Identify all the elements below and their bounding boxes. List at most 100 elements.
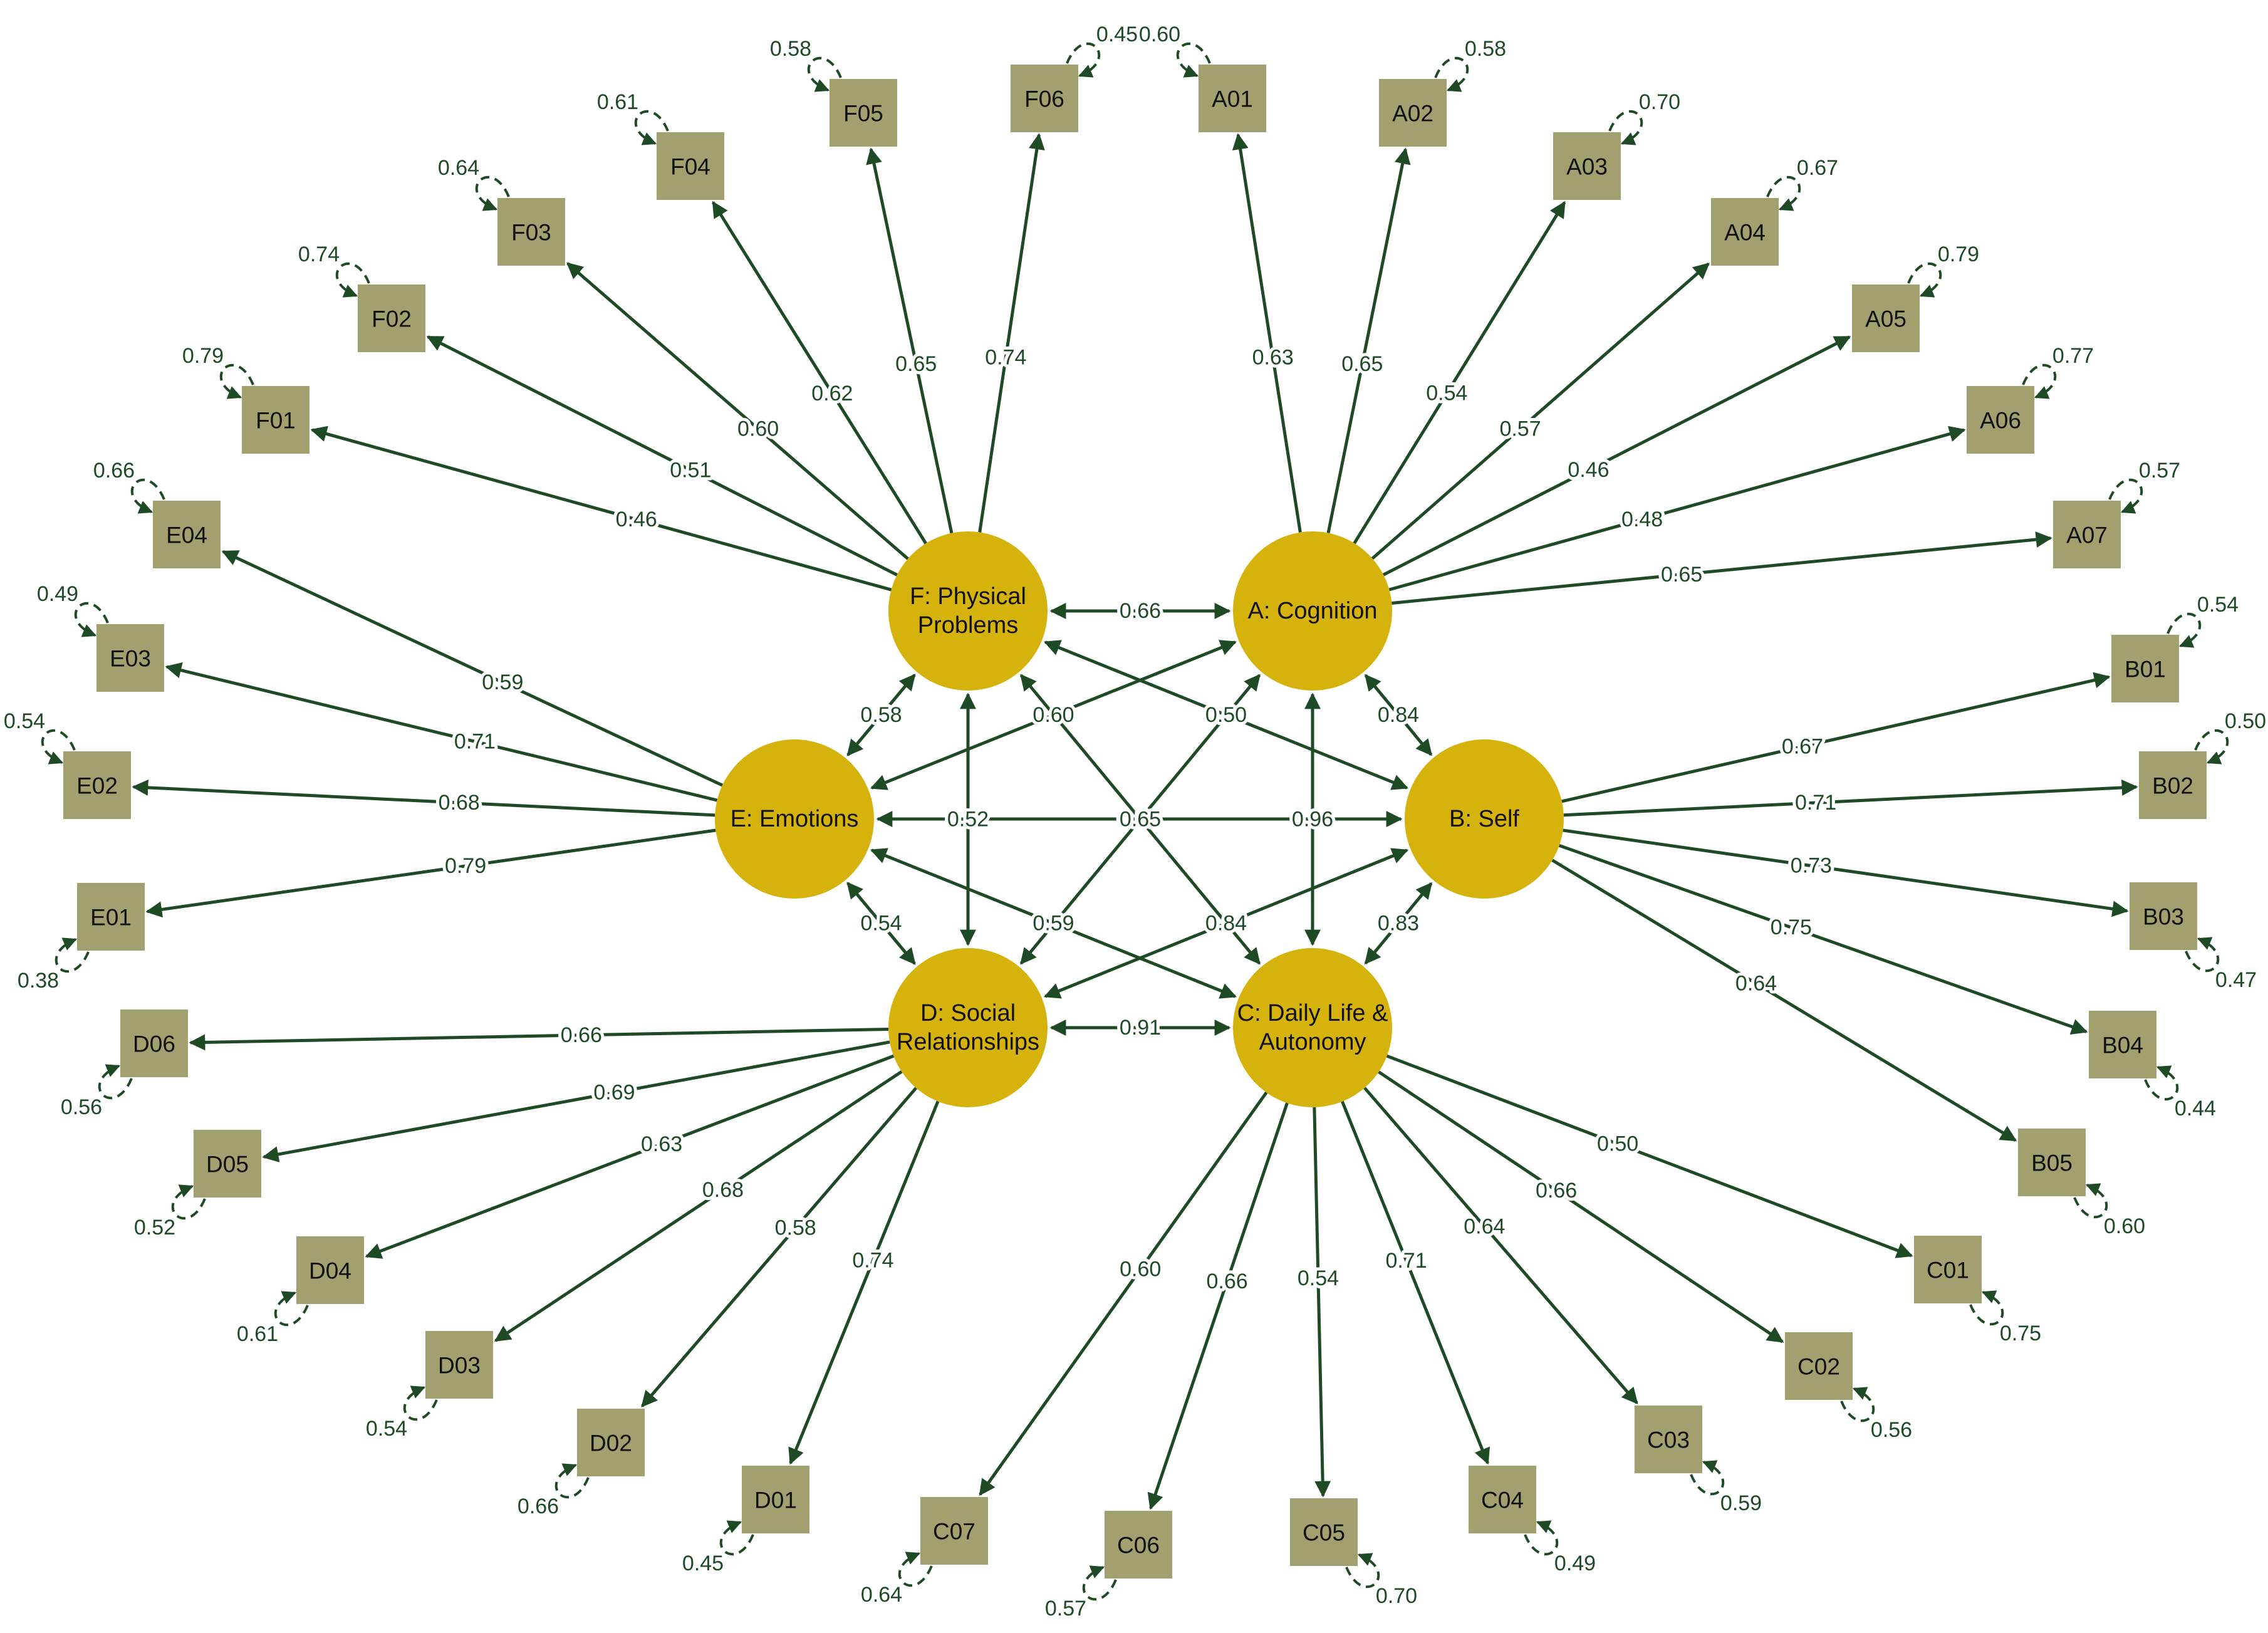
item-A04-box: A04 xyxy=(1711,198,1779,266)
loading-E02-arrow xyxy=(132,779,715,817)
correlation-F-A-value: 0.66 xyxy=(1120,599,1161,623)
residual-A05-value: 0.79 xyxy=(1938,243,1979,266)
residual-A07-value: 0.57 xyxy=(2139,459,2180,483)
item-A06-box: A06 xyxy=(1967,386,2034,454)
item-F02-box: F02 xyxy=(358,284,425,352)
loading-B01-arrow xyxy=(1561,672,2111,803)
loading-E01-arrow xyxy=(145,828,716,918)
residual-E02-value: 0.54 xyxy=(4,709,45,733)
loading-C06-arrow xyxy=(1147,1102,1289,1510)
residual-D01-value: 0.45 xyxy=(682,1552,724,1575)
residual-D05-loop xyxy=(171,1184,206,1220)
residual-C01-loop xyxy=(1969,1290,2004,1326)
residual-F06-loop xyxy=(1066,42,1101,78)
residual-A06-value: 0.77 xyxy=(2052,344,2094,368)
residual-E01-loop xyxy=(55,937,90,973)
factor-C-label-line-2: Autonomy xyxy=(1259,1029,1366,1055)
factor-B-node: B: Self xyxy=(1405,739,1564,899)
residual-B05-loop xyxy=(2073,1183,2108,1219)
loading-C02-value: 0.66 xyxy=(1536,1179,1577,1203)
residual-B01-value: 0.54 xyxy=(2197,593,2239,617)
item-D01-label: D01 xyxy=(754,1488,797,1513)
item-A05-label: A05 xyxy=(1865,306,1906,332)
residual-D02-value: 0.66 xyxy=(518,1495,559,1518)
loading-D02-value: 0.58 xyxy=(775,1216,816,1240)
loading-D04-arrow xyxy=(365,1054,895,1259)
residual-D04-value: 0.61 xyxy=(237,1322,278,1346)
loading-D05-value: 0.69 xyxy=(593,1081,635,1105)
residuals-layer xyxy=(41,42,2229,1601)
edge-labels-layer: 0.660.840.960.820.600.830.840.590.500.91… xyxy=(4,23,2266,1620)
correlation-D-F-value: 0.52 xyxy=(947,808,989,832)
item-D05-box: D05 xyxy=(194,1130,261,1197)
item-F03-box: F03 xyxy=(497,198,565,266)
residual-C06-loop xyxy=(1082,1565,1117,1601)
residual-C02-loop xyxy=(1840,1387,1875,1422)
correlation-C-E-value: 0.59 xyxy=(1033,912,1074,936)
loading-B03-value: 0.73 xyxy=(1791,854,1832,878)
loading-B05-value: 0.64 xyxy=(1735,971,1777,995)
item-A02-box: A02 xyxy=(1379,79,1447,147)
loading-E04-arrow xyxy=(221,550,724,787)
residual-E02-loop xyxy=(41,729,76,764)
item-C03-label: C03 xyxy=(1647,1427,1690,1453)
item-E01-box: E01 xyxy=(77,883,145,951)
loading-D03-arrow xyxy=(494,1070,903,1342)
loading-E01-value: 0.79 xyxy=(445,854,486,878)
loading-D06-arrow xyxy=(189,1027,889,1051)
residual-A02-value: 0.58 xyxy=(1465,37,1506,61)
residual-F05-value: 0.58 xyxy=(770,37,811,61)
loading-A05-value: 0.46 xyxy=(1568,458,1609,482)
factor-A-node: A: Cognition xyxy=(1233,531,1392,691)
item-F04-box: F04 xyxy=(657,132,724,200)
loading-C01-value: 0.50 xyxy=(1597,1132,1638,1156)
correlation-E-F-value: 0.58 xyxy=(860,703,902,727)
residual-C03-value: 0.59 xyxy=(1720,1491,1762,1515)
item-C06-label: C06 xyxy=(1117,1533,1160,1558)
factor-D-label-line-1: D: Social xyxy=(920,1000,1016,1026)
item-B02-label: B02 xyxy=(2152,773,2193,799)
item-C02-label: C02 xyxy=(1797,1354,1840,1380)
loading-C03-value: 0.64 xyxy=(1464,1214,1505,1238)
loading-F03-arrow xyxy=(566,262,909,560)
loading-B02-arrow xyxy=(1563,780,2138,817)
item-F04-label: F04 xyxy=(670,154,710,180)
loading-E02-value: 0.68 xyxy=(439,791,480,815)
item-D04-box: D04 xyxy=(296,1236,364,1304)
item-D05-label: D05 xyxy=(206,1152,249,1177)
residual-F03-loop xyxy=(475,175,510,211)
residual-E03-loop xyxy=(74,602,109,637)
loading-A03-arrow xyxy=(1353,201,1566,545)
item-C06-box: C06 xyxy=(1105,1511,1172,1578)
item-A04-label: A04 xyxy=(1724,220,1766,246)
residual-D03-loop xyxy=(403,1385,438,1421)
factor-E-node: E: Emotions xyxy=(715,739,874,899)
loading-A07-value: 0.65 xyxy=(1661,563,1702,587)
correlation-A-E-value: 0.60 xyxy=(1033,703,1074,727)
loading-A03-value: 0.54 xyxy=(1426,382,1467,405)
item-A07-box: A07 xyxy=(2053,501,2121,568)
edges-layer xyxy=(132,133,2138,1510)
residual-A02-loop xyxy=(1434,56,1469,92)
factor-B-label-line-1: B: Self xyxy=(1449,806,1519,832)
residual-F03-value: 0.64 xyxy=(438,156,479,180)
item-D06-label: D06 xyxy=(133,1031,175,1057)
residual-C02-value: 0.56 xyxy=(1871,1418,1912,1442)
loading-D02-arrow xyxy=(641,1087,918,1407)
loading-B05-arrow xyxy=(1551,858,2017,1142)
residual-C05-value: 0.70 xyxy=(1376,1584,1417,1608)
item-F05-label: F05 xyxy=(843,101,883,127)
loading-E03-value: 0.71 xyxy=(454,729,496,753)
item-A06-label: A06 xyxy=(1980,408,2021,434)
loading-A07-arrow xyxy=(1391,531,2052,605)
loading-A01-arrow xyxy=(1232,133,1302,533)
residual-C06-value: 0.57 xyxy=(1045,1597,1086,1620)
item-F01-box: F01 xyxy=(242,386,310,454)
residual-F02-loop xyxy=(335,262,370,298)
item-C02-box: C02 xyxy=(1785,1332,1853,1400)
item-C07-box: C07 xyxy=(920,1497,988,1565)
loading-C04-value: 0.71 xyxy=(1386,1249,1427,1273)
item-E02-box: E02 xyxy=(63,751,131,819)
